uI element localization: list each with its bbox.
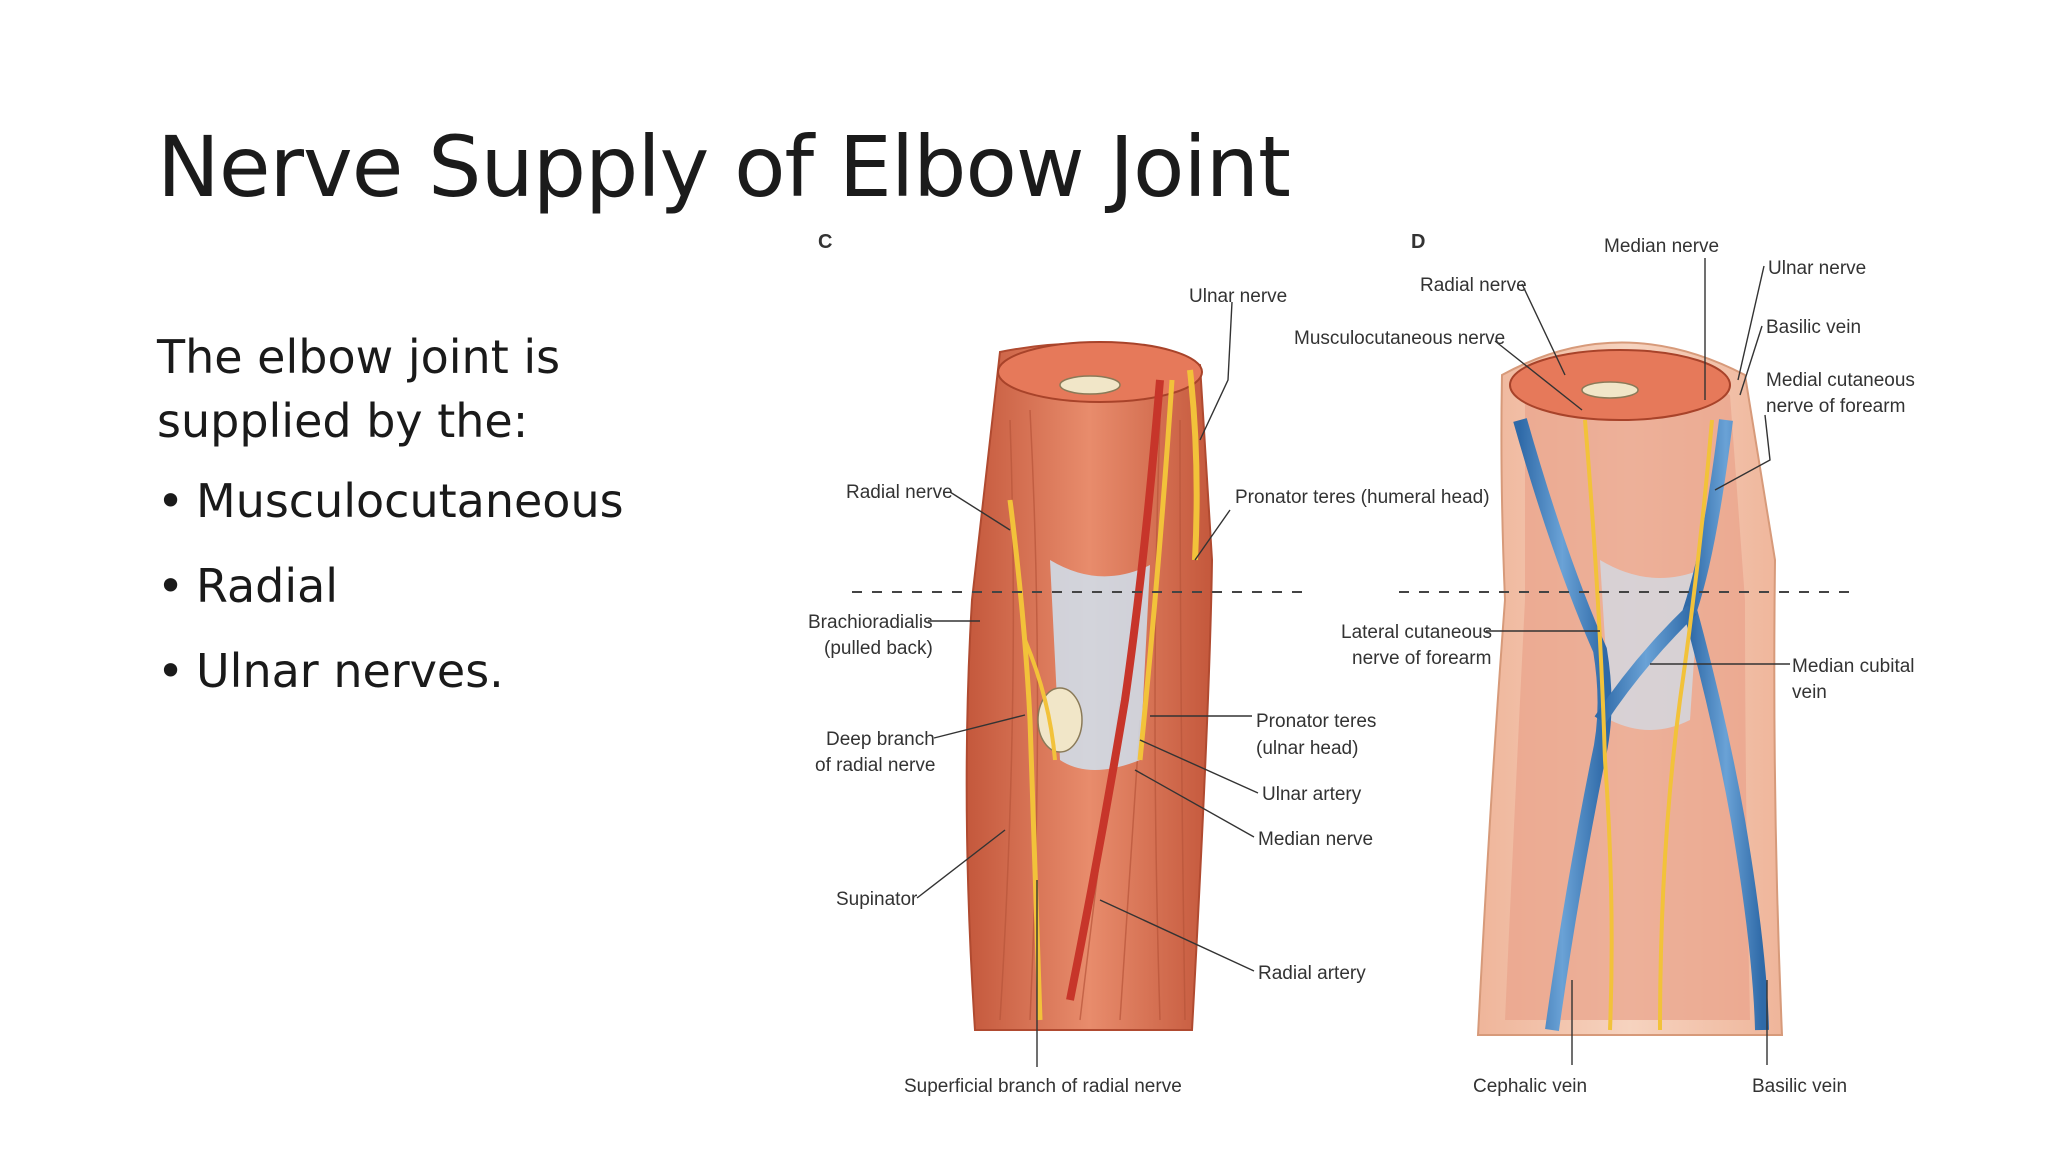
label-radial-nerve-d: Radial nerve: [1420, 275, 1527, 296]
radius-head-icon: [1037, 687, 1083, 753]
label-median-cubital: Median cubital: [1792, 656, 1915, 677]
bullet-icon: •: [157, 644, 185, 698]
label-median-cubital-sub: vein: [1792, 682, 1827, 703]
label-radial-artery: Radial artery: [1258, 963, 1366, 984]
bullet-item: •Musculocutaneous: [157, 473, 757, 529]
label-median-nerve-d: Median nerve: [1604, 236, 1719, 257]
medial-cutaneous-nerve: [1658, 419, 1714, 1031]
leader-lines-d: [1486, 258, 1790, 1065]
label-brachioradialis: Brachioradialis: [808, 612, 933, 633]
deep-branch-radial-nerve: [1023, 639, 1057, 761]
label-pronator-teres-ulnar-sub: (ulnar head): [1256, 738, 1358, 759]
bullet-text: Radial: [196, 559, 339, 613]
panel-d-illustration: D Median: [1294, 231, 1915, 1097]
label-pronator-teres-ulnar: Pronator teres: [1256, 711, 1376, 732]
bullet-icon: •: [157, 559, 185, 613]
radial-artery-c: [1066, 379, 1164, 1001]
label-musculocutaneous-nerve: Musculocutaneous nerve: [1294, 328, 1505, 349]
label-basilic-vein-top: Basilic vein: [1766, 317, 1861, 338]
humerus-section-icon: [1059, 375, 1121, 395]
basilic-vein: [1682, 419, 1769, 1031]
label-supinator: Supinator: [836, 889, 918, 910]
bullet-icon: •: [157, 474, 185, 528]
panel-c-illustration: C: [808, 231, 1490, 1097]
intro-text: The elbow joint is supplied by the:: [157, 330, 561, 448]
label-ulnar-nerve-d: Ulnar nerve: [1768, 258, 1866, 279]
label-pronator-teres-humeral: Pronator teres (humeral head): [1235, 487, 1490, 508]
label-cephalic-vein: Cephalic vein: [1473, 1076, 1587, 1097]
median-cubital-vein: [1594, 605, 1697, 724]
humerus-section-d-icon: [1581, 381, 1639, 399]
label-radial-nerve-c: Radial nerve: [846, 482, 953, 503]
cross-section-c: [997, 341, 1203, 403]
slide-title: Nerve Supply of Elbow Joint: [157, 118, 1291, 216]
label-median-nerve-c: Median nerve: [1258, 829, 1373, 850]
label-deep-branch: Deep branch: [826, 729, 935, 750]
label-ulnar-artery: Ulnar artery: [1262, 784, 1362, 805]
bullet-text: Ulnar nerves.: [196, 644, 504, 698]
label-lateral-cutaneous-sub: nerve of forearm: [1352, 648, 1491, 669]
panel-d-letter: D: [1411, 231, 1425, 253]
label-basilic-vein-bottom: Basilic vein: [1752, 1076, 1847, 1097]
slide-body: The elbow joint is supplied by the: •Mus…: [157, 325, 757, 728]
median-nerve-c: [1137, 379, 1175, 761]
label-superficial-branch: Superficial branch of radial nerve: [904, 1076, 1182, 1097]
lateral-cutaneous-nerve: [1583, 419, 1614, 1031]
label-ulnar-nerve-c: Ulnar nerve: [1189, 286, 1287, 307]
label-medial-cutaneous-sub: nerve of forearm: [1766, 396, 1905, 417]
label-lateral-cutaneous: Lateral cutaneous: [1341, 622, 1492, 643]
ulnar-nerve-c: [1187, 369, 1200, 561]
muscle-fibers-c: [999, 409, 1186, 1021]
label-deep-branch-sub: of radial nerve: [815, 755, 935, 776]
panel-c-letter: C: [818, 231, 832, 253]
label-brachioradialis-sub: (pulled back): [824, 638, 933, 659]
bullet-item: •Radial: [157, 558, 757, 614]
bullet-text: Musculocutaneous: [196, 474, 624, 528]
bullet-list: •Musculocutaneous •Radial •Ulnar nerves.: [157, 473, 757, 699]
leader-lines-c: [916, 301, 1259, 1067]
bullet-item: •Ulnar nerves.: [157, 643, 757, 699]
label-medial-cutaneous: Medial cutaneous: [1766, 370, 1915, 391]
